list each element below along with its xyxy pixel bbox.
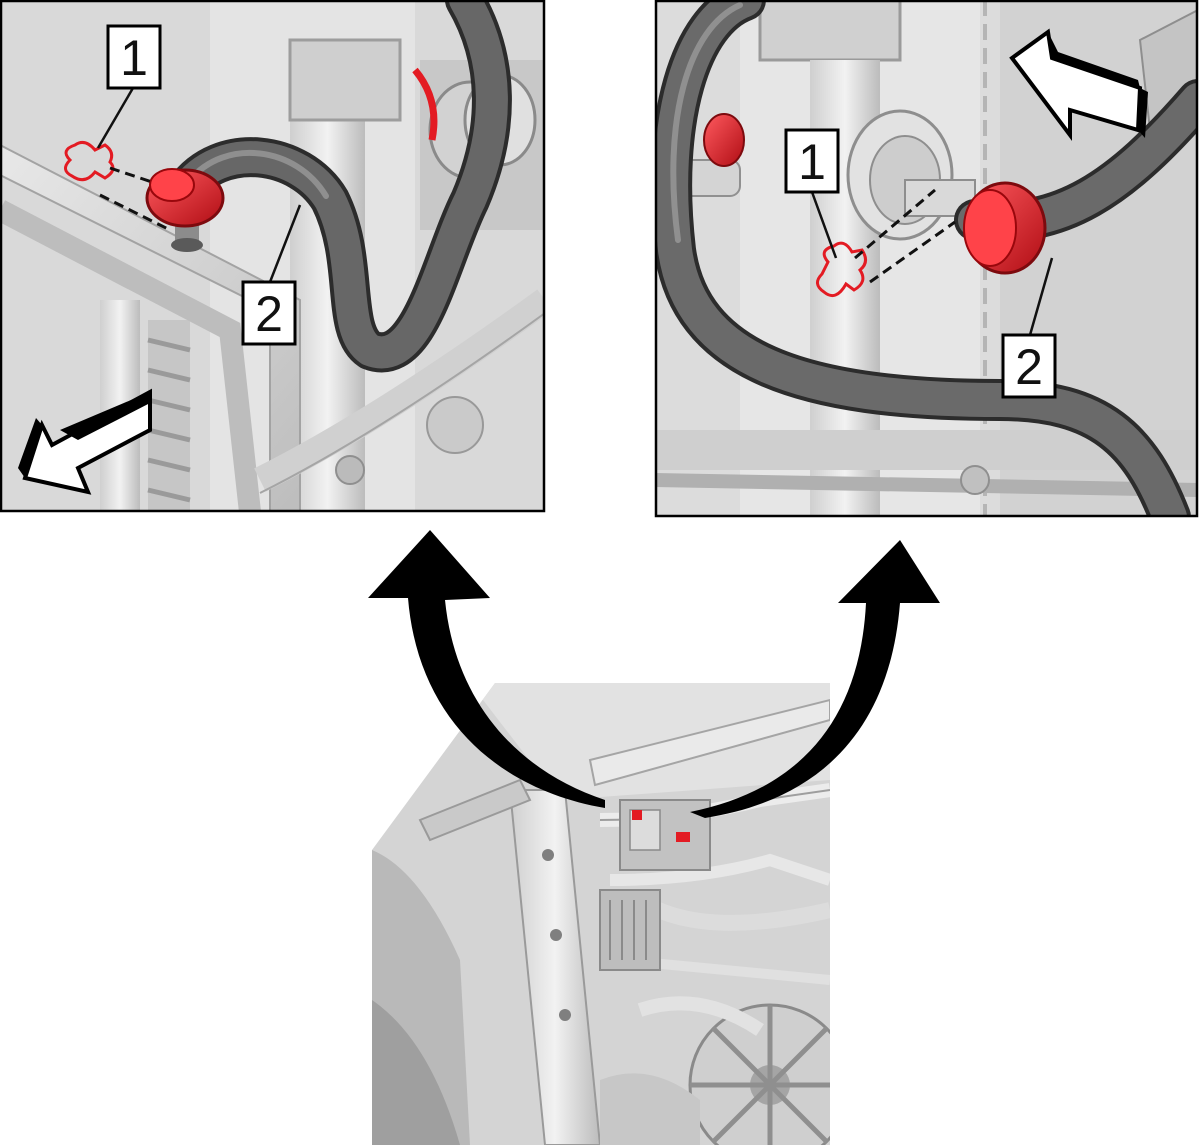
curved-arrow-right xyxy=(690,540,940,818)
hose-fitting xyxy=(426,396,484,454)
left-callout-2-label: 2 xyxy=(255,286,283,342)
left-panel-artwork xyxy=(0,0,545,512)
cross-pipe xyxy=(254,289,545,492)
lower-rail xyxy=(0,200,261,512)
bolt xyxy=(335,455,365,485)
left-callout-1: 1 xyxy=(106,24,162,90)
right-callout-2-label: 2 xyxy=(1015,339,1043,395)
radiator-top xyxy=(470,683,830,800)
upper-crossmember xyxy=(588,698,830,787)
right-panel-border xyxy=(654,0,1199,518)
coil-spring xyxy=(148,320,190,512)
bolt xyxy=(960,465,990,495)
hex-fitting xyxy=(846,109,976,241)
lower-rail xyxy=(655,430,1198,470)
overview-highlight-2 xyxy=(676,832,690,842)
left-spring-clip xyxy=(64,140,115,182)
right-hose-ring xyxy=(963,181,1047,275)
left-detail-panel: 1 2 xyxy=(0,0,546,513)
left-hose-ring xyxy=(145,168,225,228)
right-callout-1-label: 1 xyxy=(798,134,826,190)
left-callout-1-label: 1 xyxy=(120,30,148,86)
bracket-block xyxy=(288,38,402,122)
right-spring-clip xyxy=(816,241,867,298)
right-callout-1: 1 xyxy=(784,128,840,194)
top-bracket xyxy=(758,0,902,62)
right-panel-artwork xyxy=(655,0,1198,517)
overview-highlight-1 xyxy=(632,810,642,820)
overview-panel xyxy=(372,683,830,1145)
curved-arrow-left xyxy=(368,530,605,808)
left-panel-border xyxy=(0,0,546,513)
side-fitting-ring xyxy=(703,113,745,167)
right-callout-2: 2 xyxy=(1001,333,1057,399)
fan-wheel xyxy=(688,1003,830,1145)
overview-artwork xyxy=(372,683,830,1145)
right-detail-panel: 1 2 xyxy=(654,0,1199,518)
left-callout-2: 2 xyxy=(241,280,297,346)
coil-spring-rings xyxy=(147,337,191,503)
upper-clip-highlight xyxy=(412,67,438,141)
